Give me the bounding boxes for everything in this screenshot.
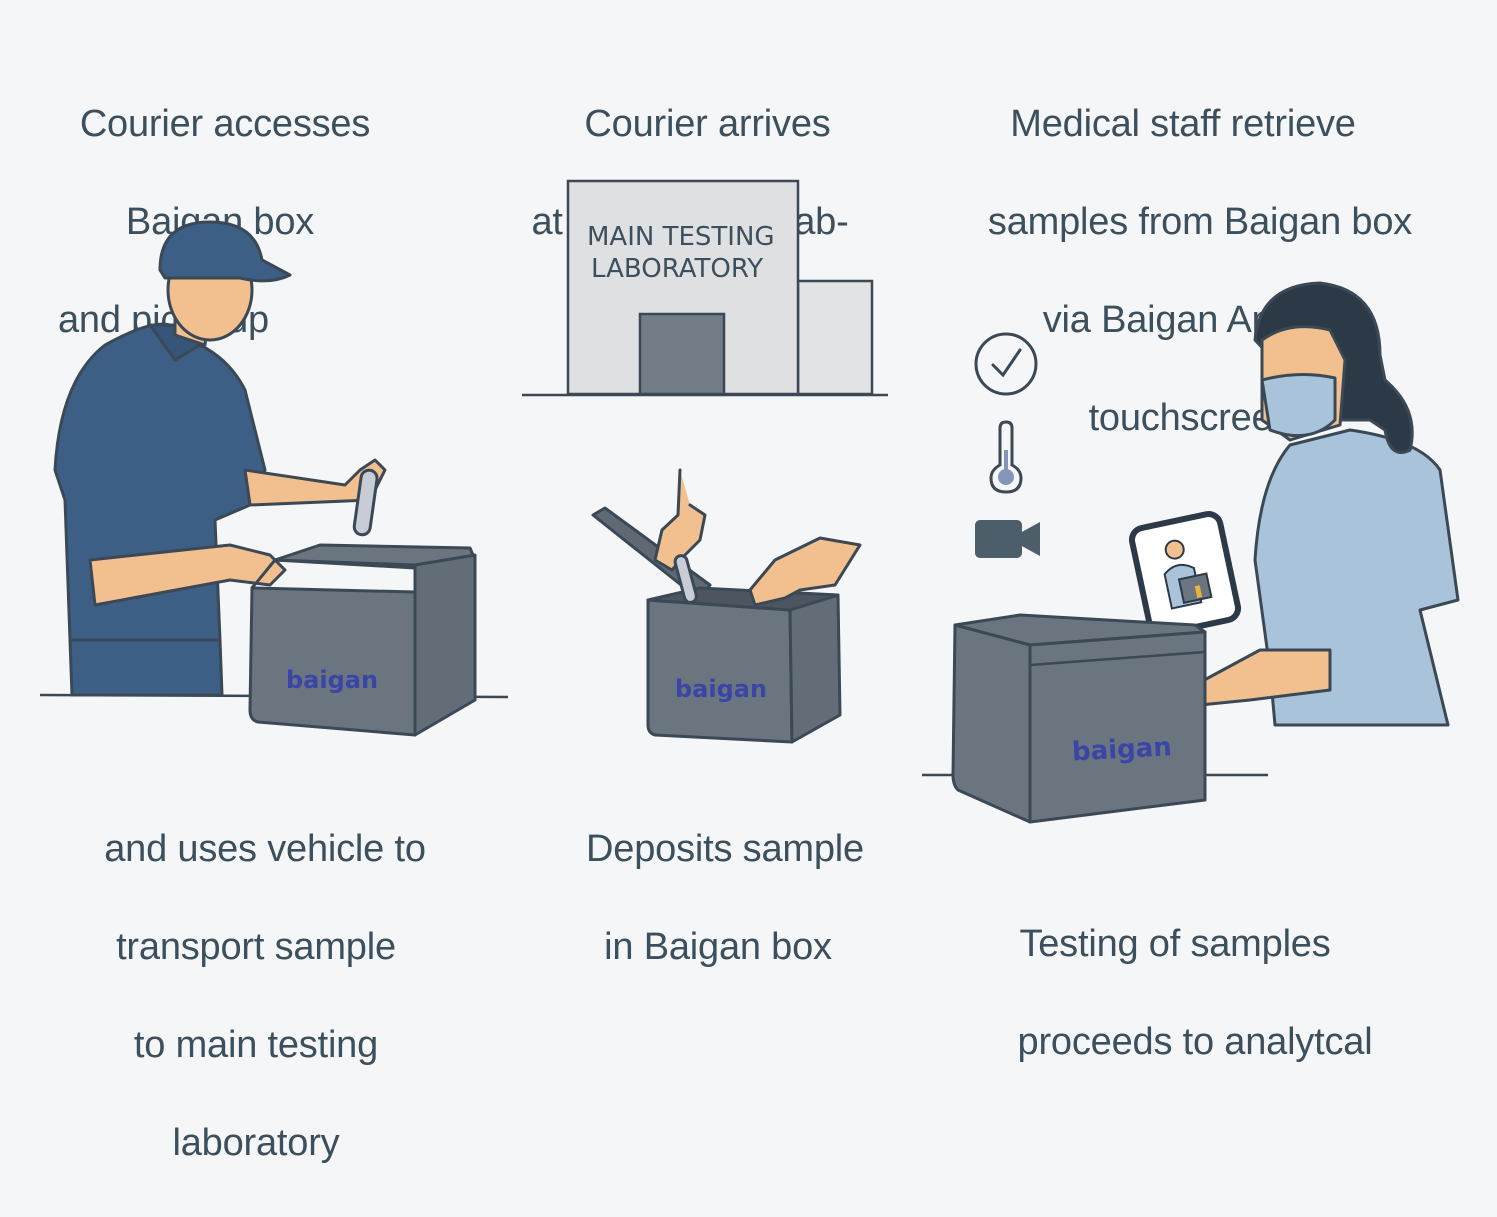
hand-left	[653, 468, 707, 572]
sample-tube	[352, 468, 379, 537]
lab-annex	[796, 279, 874, 396]
panel-courier-pickup: baigan	[39, 220, 509, 737]
baigan-box-3-side	[1028, 630, 1207, 824]
thermometer-icon	[989, 420, 1023, 494]
face-mask-icon	[1260, 372, 1337, 438]
baigan-box-2-side	[788, 593, 842, 744]
tablet-screen-video-call	[1163, 539, 1213, 610]
baigan-box-1-lid	[250, 558, 417, 594]
video-camera-icon	[975, 520, 1040, 558]
baigan-box-2-brand: baigan	[675, 675, 767, 703]
caption-line: transport sample	[116, 926, 396, 968]
caption-line: in Baigan box	[604, 926, 832, 968]
step2-bottom-caption: Deposits sample in Baigan box	[530, 776, 920, 1021]
baigan-box-1-front	[248, 586, 417, 737]
lab-sign-line-1: MAIN TESTING	[587, 222, 775, 252]
sample-tube-2	[673, 554, 698, 604]
illustration: .ol { stroke:#3a4955; stroke-width:3; st…	[39, 179, 1460, 824]
caption-line: Deposits sample	[586, 828, 864, 870]
check-circle-icon	[974, 332, 1038, 396]
courier-pants	[68, 638, 224, 697]
baigan-box-1-brand: baigan	[286, 666, 378, 694]
hand-right	[748, 536, 862, 607]
step3-top-caption: Medical staff retrieve samples from Baig…	[950, 51, 1450, 492]
baigan-box-3-front	[951, 623, 1032, 824]
caption-line: touchscreen	[1088, 397, 1294, 439]
lab-sign-line-2: LABORATORY	[591, 254, 763, 284]
baigan-box-3-lid-edge	[1029, 650, 1206, 667]
caption-line: and uses vehicle to	[104, 828, 426, 870]
baigan-box-3-brand: baigan	[1071, 732, 1172, 767]
caption-line: samples from Baigan box	[987, 201, 1413, 243]
caption-line: Courier accesses	[79, 103, 371, 145]
caption-line: Medical staff retrieve	[1010, 103, 1356, 145]
baigan-box-2-front	[646, 598, 794, 744]
panel-medical-staff: baigan	[922, 281, 1460, 824]
caption-line: proceeds to analytcal	[1017, 1021, 1373, 1063]
caption-line: laboratory	[172, 1122, 340, 1164]
caption-line: Testing of samples	[1019, 923, 1331, 965]
lab-door	[638, 312, 726, 396]
baigan-box-1-side	[413, 553, 477, 737]
panel-lab-deposit: MAIN TESTING LABORATORY baigan	[522, 179, 888, 744]
courier-arm	[243, 458, 387, 507]
courier-cap	[158, 220, 292, 283]
caption-line: to main testing	[133, 1024, 379, 1066]
caption-line: Courier arrives	[584, 103, 831, 145]
courier-lower-arm	[88, 543, 287, 607]
